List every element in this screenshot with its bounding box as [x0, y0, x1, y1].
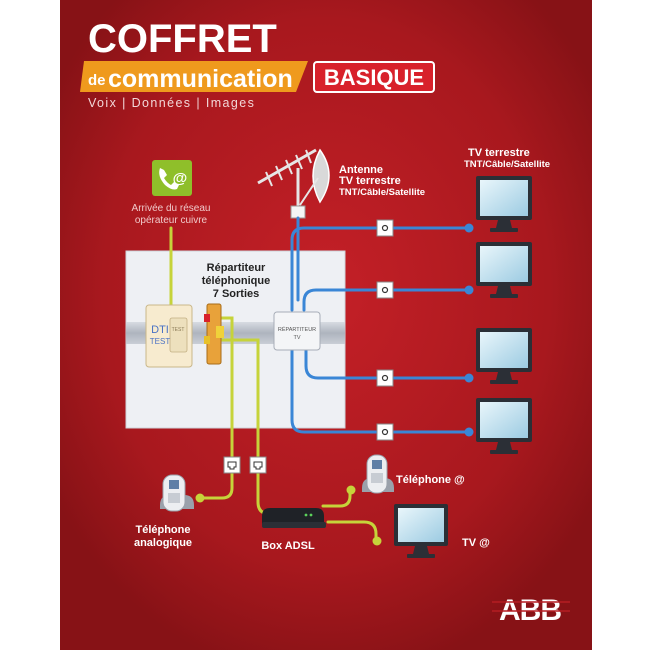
phone-ip-label: Téléphone @	[396, 474, 465, 486]
edition-label: BASIQUE	[324, 65, 424, 90]
tv-splitter-label-line2: TV	[293, 335, 300, 341]
adsl-box-icon	[262, 508, 326, 528]
box-adsl-label: Box ADSL	[261, 540, 315, 552]
phone-at-icon: @	[152, 160, 192, 196]
dti-label: DTI	[151, 324, 169, 336]
coax-endpoints	[464, 223, 474, 437]
dti-module: DTI TEST TEST	[145, 304, 193, 368]
edition-badge	[313, 61, 435, 93]
cordless-phone-icon	[362, 454, 394, 494]
splitter-label-line3: 7 Sorties	[213, 288, 259, 300]
antenna-label-line1: Antenne	[339, 164, 383, 176]
title-banner	[80, 61, 308, 92]
svg-text:@: @	[173, 170, 188, 187]
dti-small-test: TEST	[172, 327, 185, 333]
coax-outlet-icon	[376, 219, 394, 441]
coax-wiring	[290, 216, 470, 434]
copper-endpoints	[195, 485, 382, 546]
antenna-label-line3: TNT/Câble/Satellite	[339, 187, 425, 198]
title-communication: communication	[108, 65, 293, 93]
header: COFFRET de communication BASIQUE Voix | …	[80, 17, 435, 110]
phone-splitter-module	[204, 303, 224, 365]
dti-test-label: TEST	[150, 337, 171, 346]
phone-analog-line2: analogique	[134, 537, 192, 549]
title-coffret: COFFRET	[88, 17, 277, 61]
tv-top-label-line1: TV terrestre	[468, 147, 530, 159]
network-arrival-line2: opérateur cuivre	[135, 215, 208, 226]
antenna-label-line2: TV terrestre	[339, 175, 401, 187]
title-prefix: de	[88, 72, 106, 89]
network-arrival-line1: Arrivée du réseau	[132, 203, 211, 214]
phone-analog-line1: Téléphone	[135, 524, 190, 536]
splitter-label-line1: Répartiteur	[207, 262, 266, 274]
tv-top-label-line2: TNT/Câble/Satellite	[464, 159, 550, 170]
tv-splitter-label-line1: RÉPARTITEUR	[278, 326, 316, 333]
antenna-icon	[257, 148, 330, 219]
tagline: Voix | Données | Images	[88, 96, 255, 110]
splitter-label-line2: téléphonique	[202, 275, 270, 287]
tv-ip-label: TV @	[462, 537, 490, 549]
tv-monitor-icon	[394, 176, 532, 558]
cordless-phone-icon	[160, 474, 194, 512]
tv-splitter: RÉPARTITEUR TV	[273, 311, 321, 351]
rj45-outlet-icon	[223, 456, 267, 474]
brand-logo-stripes	[492, 601, 570, 612]
